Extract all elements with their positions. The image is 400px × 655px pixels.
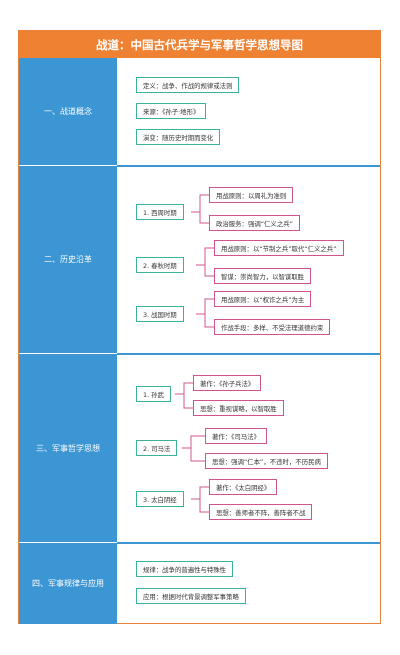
section-label: 二、历史沿革	[19, 166, 117, 353]
section-philosophy: 三、军事哲学思想	[19, 354, 380, 542]
section-divider	[117, 165, 380, 167]
section-label: 四、军事规律与应用	[19, 543, 117, 624]
mindmap-frame: 战道：中国古代兵学与军事哲学思想导图 一、战道概念 定义：战争、作战的规律或法则…	[18, 30, 381, 624]
history-item: 用战原则：以“节制之兵”取代“仁义之兵”	[214, 240, 344, 256]
philosophy-item: 著作：《太白阴经》	[209, 479, 278, 495]
section-divider	[117, 542, 380, 544]
history-item: 政治服务：强调“仁义之兵”	[209, 215, 300, 231]
philosophy-group-taibai: 3. 太白阴经	[136, 491, 184, 507]
concept-definition: 定义：战争、作战的规律或法则	[136, 77, 240, 93]
history-item: 智谋：崇尚智力，以智谋取胜	[214, 268, 312, 284]
philosophy-item: 思想：善师者不阵，善阵者不战	[209, 504, 313, 520]
philosophy-group-simafa: 2. 司马法	[136, 440, 178, 456]
concept-source: 来源：《孙子·地形》	[136, 103, 207, 119]
history-group-spring-autumn: 2. 春秋时期	[136, 257, 184, 273]
philosophy-item: 思想：重视谋略，以智取胜	[193, 400, 284, 416]
history-group-western-zhou: 1. 西周时期	[136, 204, 184, 220]
philosophy-group-sunwu: 1. 孙武	[136, 386, 171, 402]
history-group-warring-states: 3. 战国时期	[136, 306, 184, 322]
history-item: 用战原则：以“权诈之兵”为主	[214, 291, 312, 307]
philosophy-item: 著作：《孙子兵法》	[193, 375, 262, 391]
application-law: 规律：战争的普遍性与特殊性	[136, 561, 234, 577]
concept-evolution: 演变：随历史时期而变化	[136, 129, 221, 145]
philosophy-item: 思想：强调“仁本”，不违时，不历民病	[205, 453, 328, 469]
philosophy-item: 著作：《司马法》	[205, 428, 267, 444]
section-label: 三、军事哲学思想	[19, 354, 117, 542]
section-application: 四、军事规律与应用 规律：战争的普遍性与特殊性 应用：根据时代背景调整军事策略	[19, 543, 380, 624]
history-item: 作战手段：多样、不受法理道德约束	[214, 319, 331, 335]
application-usage: 应用：根据时代背景调整军事策略	[136, 588, 246, 604]
diagram-title: 战道：中国古代兵学与军事哲学思想导图	[19, 31, 380, 58]
section-divider	[117, 353, 380, 355]
history-item: 用战原则：以周礼为准则	[209, 187, 294, 203]
section-label: 一、战道概念	[19, 58, 117, 165]
section-history: 二、历史沿革	[19, 166, 380, 353]
section-concept: 一、战道概念 定义：战争、作战的规律或法则 来源：《孙子·地形》 演变：随历史时…	[19, 58, 380, 165]
